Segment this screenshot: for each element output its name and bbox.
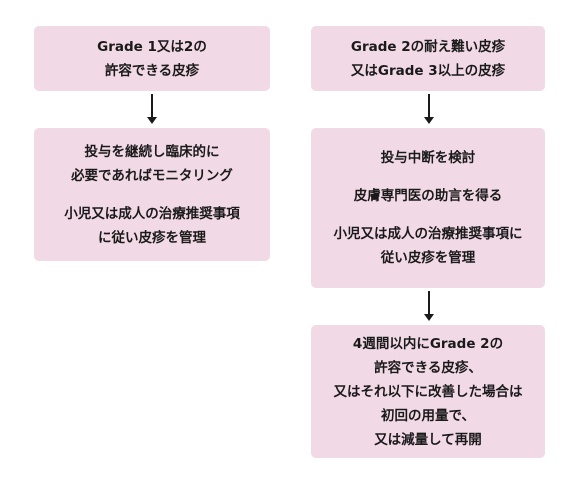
- box-text-line: 必要であればモニタリング: [71, 167, 233, 184]
- box-grade2-intolerable-or-grade3: Grade 2の耐え難い皮疹 又はGrade 3以上の皮疹: [311, 26, 545, 91]
- box-text-line: Grade 1又は2の: [97, 38, 207, 55]
- box-text-line: 小児又は成人の治療推奨事項: [64, 205, 240, 222]
- box-text-line: 許容できる皮疹、: [374, 359, 482, 376]
- box-text-line: 皮膚専門医の助言を得る: [353, 188, 503, 204]
- box-grade1-2-tolerable-rash: Grade 1又は2の 許容できる皮疹: [34, 26, 270, 91]
- arrow-down-icon: [424, 94, 434, 124]
- box-text-line: 4週間以内にGrade 2の: [352, 335, 504, 352]
- box-text-line: 従い皮疹を管理: [380, 250, 476, 266]
- box-text-line: 又は減量して再開: [374, 431, 482, 448]
- box-text-line: 投与を継続し臨床的に: [84, 143, 220, 160]
- box-continue-dosing: 投与を継続し臨床的に 必要であればモニタリング 小児又は成人の治療推奨事項 に従…: [34, 128, 270, 261]
- box-text-line: Grade 2の耐え難い皮疹: [350, 38, 506, 55]
- arrow-down-icon: [147, 94, 157, 124]
- box-text-line: 又はGrade 3以上の皮疹: [350, 62, 506, 79]
- box-text-line: 又はそれ以下に改善した場合は: [333, 383, 523, 400]
- box-resume-dosing: 4週間以内にGrade 2の 許容できる皮疹、 又はそれ以下に改善した場合は 初…: [311, 325, 545, 458]
- box-text-line: 小児又は成人の治療推奨事項に: [333, 226, 523, 242]
- box-text-line: に従い皮疹を管理: [98, 229, 206, 246]
- box-text-line: 投与中断を検討: [380, 150, 476, 166]
- box-consider-interruption: 投与中断を検討 皮膚専門医の助言を得る 小児又は成人の治療推奨事項に 従い皮疹を…: [311, 128, 545, 288]
- arrow-down-icon: [424, 291, 434, 321]
- box-text-line: 初回の用量で、: [381, 407, 475, 424]
- box-text-line: 許容できる皮疹: [104, 62, 200, 79]
